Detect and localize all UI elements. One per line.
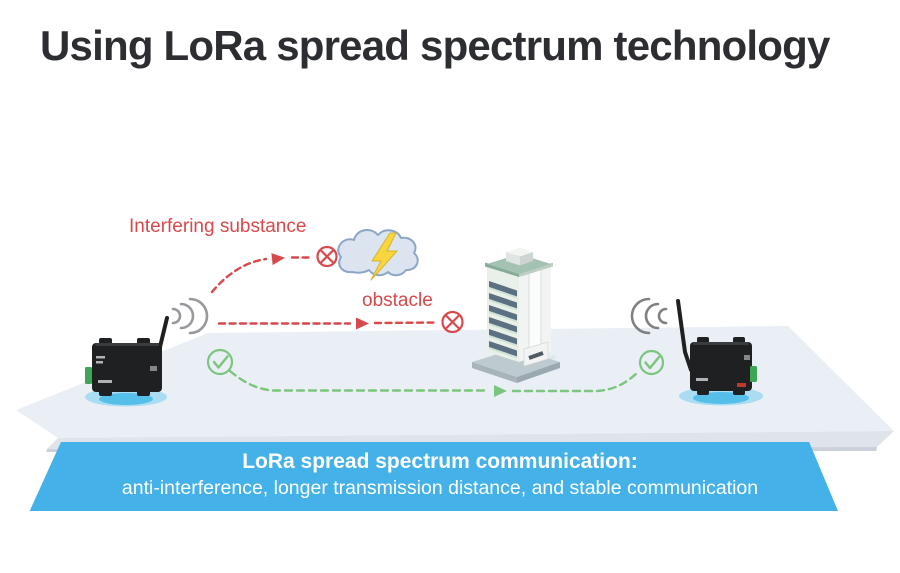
caption-banner: LoRa spread spectrum communication: anti… <box>29 442 838 511</box>
banner-line2: anti-interference, longer transmission d… <box>121 477 759 499</box>
right-lora-module-icon <box>630 297 763 406</box>
status-led <box>737 383 746 387</box>
device-body <box>690 337 757 395</box>
storm-cloud-icon <box>337 228 419 281</box>
arrowhead <box>356 317 369 330</box>
device-body <box>85 338 162 396</box>
page-title: Using LoRa spread spectrum technology <box>40 22 830 69</box>
banner-line1: LoRa spread spectrum communication: <box>242 450 638 473</box>
left-lora-module-icon <box>85 297 209 407</box>
arrowhead <box>494 385 507 397</box>
radio-waves-icon <box>630 297 668 335</box>
radio-waves-icon <box>171 297 209 335</box>
interference-path <box>210 245 338 294</box>
lightning-bolt-icon <box>370 232 398 281</box>
interference-label: Interfering substance <box>129 216 307 237</box>
building-icon <box>472 247 560 383</box>
cross-circle-icon <box>316 245 338 268</box>
arrowhead <box>271 253 285 266</box>
obstacle-path <box>217 310 464 334</box>
antenna-icon <box>676 299 693 372</box>
check-circle-icon <box>638 349 665 376</box>
cross-circle-icon <box>441 310 464 334</box>
terminal-connector <box>750 366 757 382</box>
check-circle-icon <box>206 348 234 376</box>
obstacle-label: obstacle <box>362 290 433 311</box>
terminal-connector <box>85 367 92 384</box>
success-path <box>206 348 665 397</box>
